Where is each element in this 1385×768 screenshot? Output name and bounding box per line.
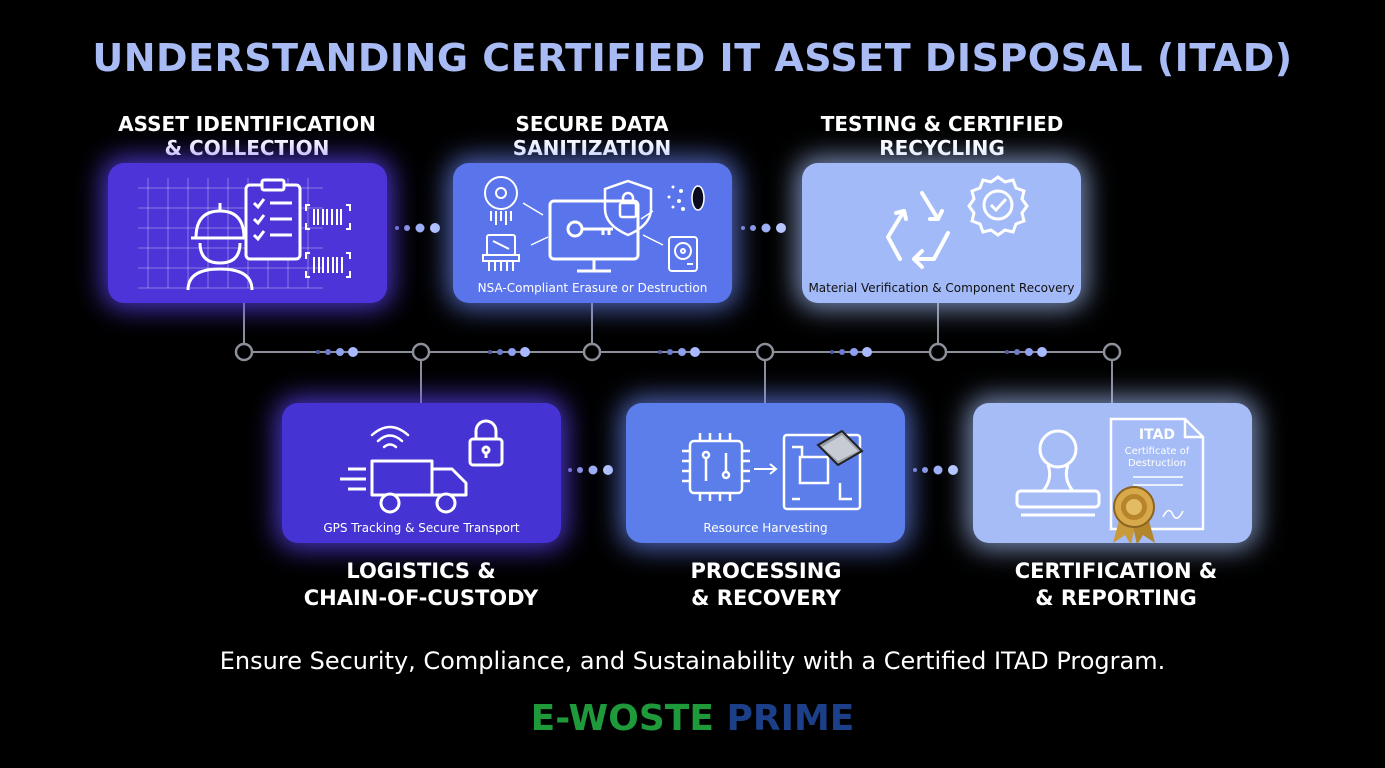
step-3-label: TESTING & CERTIFIED RECYCLING xyxy=(782,112,1102,160)
step-6-label-line1: CERTIFICATION & xyxy=(1014,559,1218,583)
step-4-label-line2: CHAIN-OF-CUSTODY xyxy=(303,586,539,610)
processing-illustration xyxy=(682,429,864,511)
step-6-card: ITAD Certificate of Destruction xyxy=(973,403,1252,543)
brand-logo: E-WOSTE PRIME xyxy=(0,698,1385,739)
step-5-label-line1: PROCESSING xyxy=(690,559,842,583)
stamp-icon xyxy=(1015,429,1101,517)
step-3-label-line2: RECYCLING xyxy=(879,136,1005,160)
hard-drive-icon xyxy=(668,236,698,272)
step-4-label: LOGISTICS & CHAIN-OF-CUSTODY xyxy=(261,558,581,612)
logistics-illustration xyxy=(340,419,504,514)
step-4-label-line1: LOGISTICS & xyxy=(346,559,496,583)
certificate-line2: Destruction xyxy=(1128,458,1186,469)
timeline-node xyxy=(582,342,602,362)
chip-icon xyxy=(682,433,750,501)
shield-lock-icon xyxy=(603,179,653,237)
tagline: Ensure Security, Compliance, and Sustain… xyxy=(219,647,1166,675)
logo-part-b: PRIME xyxy=(726,698,855,739)
badge-check-icon xyxy=(967,175,1029,237)
data-sanitization-illustration xyxy=(482,176,705,273)
step-2-label-line2: SANITIZATION xyxy=(512,136,672,160)
monitor-key-icon xyxy=(548,199,640,273)
step-1-label: ASSET IDENTIFICATION & COLLECTION xyxy=(87,112,407,160)
timeline-node xyxy=(1102,342,1122,362)
step-3-label-line1: TESTING & CERTIFIED xyxy=(820,112,1064,136)
timeline-node xyxy=(234,342,254,362)
step-5-label: PROCESSING & RECOVERY xyxy=(606,558,926,612)
award-ribbon-icon xyxy=(1113,486,1155,543)
step-2-caption: NSA-Compliant Erasure or Destruction xyxy=(477,281,708,295)
data-stream-icon xyxy=(667,185,705,211)
truck-icon xyxy=(340,459,468,514)
step-4-card: GPS Tracking & Secure Transport xyxy=(282,403,561,543)
asset-identification-illustration xyxy=(138,178,351,291)
shredder-icon xyxy=(482,234,520,271)
flow-dots xyxy=(316,223,1047,475)
step-2-label: SECURE DATA SANITIZATION xyxy=(432,112,752,160)
step-1-label-line2: & COLLECTION xyxy=(164,136,330,160)
circuit-board-icon xyxy=(782,433,862,511)
logo-part-a: E-WOSTE xyxy=(530,698,714,739)
step-6-label: CERTIFICATION & & REPORTING xyxy=(956,558,1276,612)
certification-illustration: ITAD Certificate of Destruction xyxy=(1015,417,1205,543)
cd-icon xyxy=(484,176,518,225)
step-5-caption: Resource Harvesting xyxy=(703,521,828,535)
certificate-icon xyxy=(1109,417,1205,531)
certificate-line1: Certificate of xyxy=(1125,446,1190,457)
certificate-heading: ITAD xyxy=(1139,427,1175,443)
step-3-card: Material Verification & Component Recove… xyxy=(802,163,1081,303)
timeline-node xyxy=(411,342,431,362)
step-2-card: NSA-Compliant Erasure or Destruction xyxy=(453,163,732,303)
clipboard-icon xyxy=(244,178,302,261)
page-title: UNDERSTANDING CERTIFIED IT ASSET DISPOSA… xyxy=(92,36,1293,80)
recycle-icon xyxy=(886,191,950,269)
barcode-icon xyxy=(305,204,351,278)
step-1-label-line1: ASSET IDENTIFICATION xyxy=(118,112,376,136)
step-6-label-line2: & REPORTING xyxy=(1035,586,1197,610)
step-1-card xyxy=(108,163,387,303)
step-4-caption: GPS Tracking & Secure Transport xyxy=(323,521,520,535)
wifi-icon xyxy=(370,425,410,449)
step-5-card: Resource Harvesting xyxy=(626,403,905,543)
recycling-illustration xyxy=(886,175,1029,269)
worker-icon xyxy=(186,203,254,291)
padlock-icon xyxy=(468,419,504,467)
step-5-label-line2: & RECOVERY xyxy=(691,586,841,610)
step-3-caption: Material Verification & Component Recove… xyxy=(808,281,1075,295)
microchip-part-icon xyxy=(816,429,864,467)
timeline-node xyxy=(755,342,775,362)
step-2-label-line1: SECURE DATA xyxy=(515,112,669,136)
timeline-node xyxy=(928,342,948,362)
